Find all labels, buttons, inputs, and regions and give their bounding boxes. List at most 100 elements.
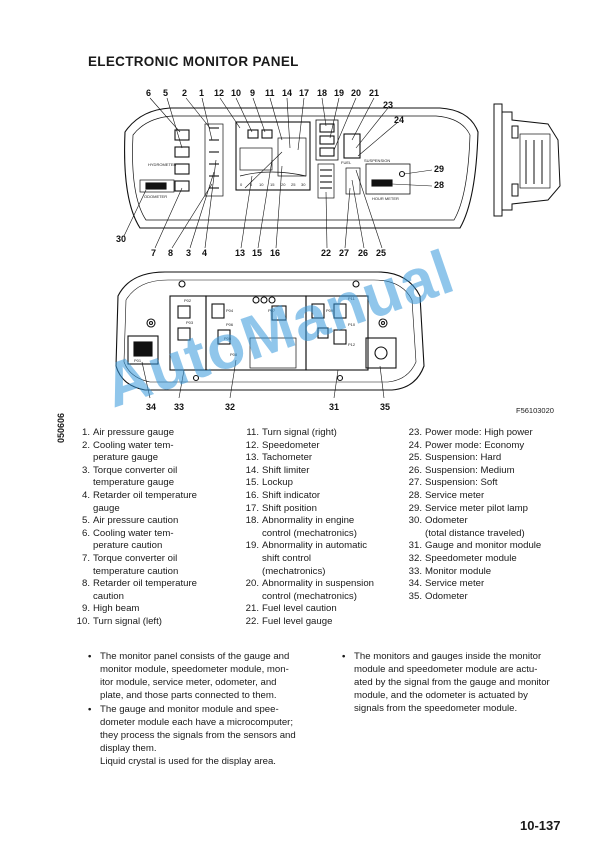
callout-8: 8 <box>168 248 173 258</box>
monitor-panel-diagram: HYDROMETER ODOMETER FUEL HOUR METER SUSP… <box>115 88 561 412</box>
legend-item: 8.Retarder oil temperature caution <box>81 578 197 602</box>
legend-item: 9.High beam <box>81 603 140 615</box>
legend-item: 13.Tachometer <box>245 452 313 464</box>
legend-item: 12.Speedometer <box>245 439 320 451</box>
svg-text:P02: P02 <box>184 298 192 303</box>
callout-23: 23 <box>383 100 393 110</box>
svg-text:P07: P07 <box>268 308 276 313</box>
callout-35: 35 <box>380 402 390 412</box>
svg-text:P05: P05 <box>224 336 232 341</box>
note-bullet: •The monitor panel consists of the gauge… <box>88 651 290 701</box>
svg-text:P06: P06 <box>226 322 234 327</box>
callout-5: 5 <box>163 88 168 98</box>
rear-view <box>115 271 425 399</box>
callout-2: 2 <box>182 88 187 98</box>
callout-27: 27 <box>339 248 349 258</box>
legend-item: 34.Service meter <box>408 578 485 590</box>
svg-text:P12: P12 <box>348 342 356 347</box>
legend-item: 10.Turn signal (left) <box>76 615 162 627</box>
callout-7: 7 <box>151 248 156 258</box>
callout-6: 6 <box>146 88 151 98</box>
callout-20: 20 <box>351 88 361 98</box>
legend-item: 1.Air pressure gauge <box>81 427 175 438</box>
legend-item: 25.Suspension: Hard <box>408 452 502 464</box>
svg-text:25: 25 <box>291 182 296 187</box>
tacho-scale: 0 5 10 15 20 25 30 <box>240 182 306 187</box>
callout-12: 12 <box>214 88 224 98</box>
legend-item: 18.Abnormality in engine control (mechat… <box>245 515 357 539</box>
page-number: 10-137 <box>520 818 561 833</box>
callout-32: 32 <box>225 402 235 412</box>
legend-item: 28.Service meter <box>408 489 485 501</box>
svg-text:20: 20 <box>281 182 286 187</box>
callout-28: 28 <box>434 180 444 190</box>
connector-labels: P02 P03 P04 P05 P06 P07 P08 P09 P10 P11 … <box>134 296 356 363</box>
legend-item: 26.Suspension: Medium <box>408 464 515 476</box>
legend-item: 23.Power mode: High power <box>408 427 533 438</box>
callout-1: 1 <box>199 88 204 98</box>
legend-item: 4.Retarder oil temperature gauge <box>81 489 197 514</box>
legend-column-2: 11.Turn signal (right) 12.Speedometer 13… <box>243 427 423 629</box>
legend-item: 29.Service meter pilot lamp <box>408 502 528 514</box>
suspension-label: SUSPENSION <box>364 158 390 163</box>
callout-13: 13 <box>235 248 245 258</box>
callout-21: 21 <box>369 88 379 98</box>
notes-right: •The monitors and gauges inside the moni… <box>342 650 582 716</box>
legend-item: 35.Odometer <box>408 590 468 602</box>
callout-3: 3 <box>186 248 191 258</box>
legend-item: 31.Gauge and monitor module <box>408 540 542 552</box>
svg-text:15: 15 <box>270 182 275 187</box>
fuel-label: FUEL <box>341 160 352 165</box>
page-title: ELECTRONIC MONITOR PANEL <box>88 54 299 69</box>
callout-17: 17 <box>299 88 309 98</box>
legend-item: 16.Shift indicator <box>245 489 321 501</box>
callout-29: 29 <box>434 164 444 174</box>
legend-item: 6.Cooling water tem- perature caution <box>81 527 174 552</box>
svg-text:0: 0 <box>240 182 243 187</box>
svg-text:P01: P01 <box>134 358 142 363</box>
callout-16: 16 <box>270 248 280 258</box>
callout-30: 30 <box>116 234 126 244</box>
svg-text:5: 5 <box>250 182 253 187</box>
notes-left: •The monitor panel consists of the gauge… <box>88 650 328 769</box>
hydrometer-label: HYDROMETER <box>148 162 177 167</box>
svg-text:P11: P11 <box>348 296 356 301</box>
callout-9: 9 <box>250 88 255 98</box>
callout-33: 33 <box>174 402 184 412</box>
figure-code: F56103020 <box>516 406 554 415</box>
side-view <box>493 103 561 217</box>
callout-14: 14 <box>282 88 292 98</box>
callout-19: 19 <box>334 88 344 98</box>
legend-item: 21.Fuel level caution <box>245 603 337 615</box>
svg-text:P04: P04 <box>226 308 234 313</box>
callout-10: 10 <box>231 88 241 98</box>
note-bullet: •The monitors and gauges inside the moni… <box>342 651 550 714</box>
legend-item: 7.Torque converter oil temperature cauti… <box>81 552 179 577</box>
callout-18: 18 <box>317 88 327 98</box>
legend-item: 22.Fuel level gauge <box>245 615 333 627</box>
callout-31: 31 <box>329 402 339 412</box>
legend-item: 11.Turn signal (right) <box>246 427 337 438</box>
callout-4: 4 <box>202 248 207 258</box>
callout-15: 15 <box>252 248 262 258</box>
front-view <box>123 97 479 249</box>
callout-34: 34 <box>146 402 156 412</box>
note-bullet: •The gauge and monitor module and spee- … <box>88 704 296 767</box>
legend-column-1: 1.Air pressure gauge 2.Cooling water tem… <box>74 427 244 629</box>
svg-text:10: 10 <box>259 182 264 187</box>
callout-25: 25 <box>376 248 386 258</box>
svg-text:30: 30 <box>301 182 306 187</box>
legend-item: 5.Air pressure caution <box>81 515 179 527</box>
legend-item: 33.Monitor module <box>408 565 492 577</box>
odometer-label: ODOMETER <box>144 194 167 199</box>
legend-item: 30.Odometer (total distance traveled) <box>408 515 525 539</box>
legend-item: 14.Shift limiter <box>245 464 310 476</box>
legend-column-3: 23.Power mode: High power 24.Power mode:… <box>406 427 596 603</box>
callout-26: 26 <box>358 248 368 258</box>
legend-item: 20.Abnormality in suspension control (me… <box>245 578 374 602</box>
legend-item: 27.Suspension: Soft <box>408 477 498 489</box>
legend-item: 3.Torque converter oil temperature gauge <box>81 464 178 489</box>
callout-24: 24 <box>394 115 404 125</box>
svg-text:P10: P10 <box>348 322 356 327</box>
svg-text:P03: P03 <box>186 320 194 325</box>
